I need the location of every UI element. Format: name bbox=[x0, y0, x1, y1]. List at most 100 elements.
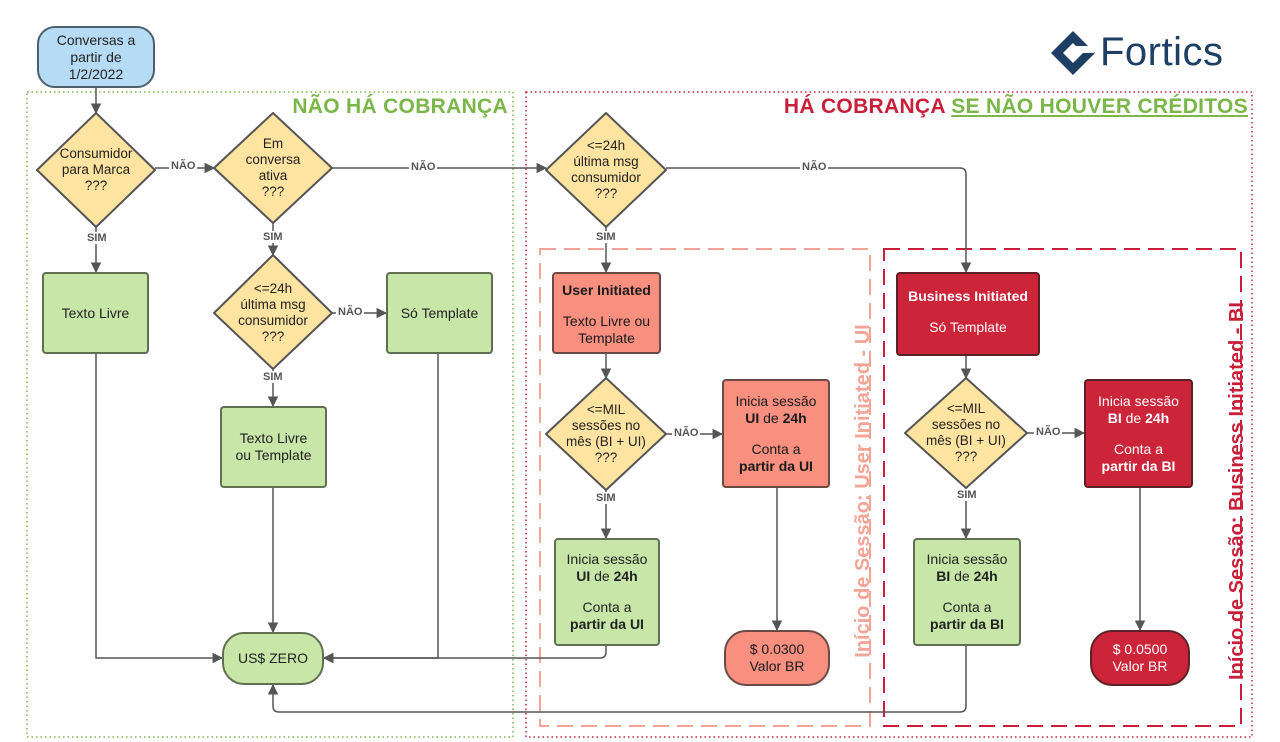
so-template-box: Só Template bbox=[386, 272, 493, 354]
decision-24h-a-line-2: última msg bbox=[573, 154, 639, 169]
us-zero-label: US$ ZERO bbox=[237, 650, 308, 666]
session-ui-free-line-3: Conta a bbox=[582, 599, 632, 615]
business-initiated-box: Business Initiated Só Template bbox=[896, 272, 1040, 356]
start-line-3: 1/2/2022 bbox=[68, 65, 124, 82]
texto-livre-template-line-1: Texto Livre bbox=[239, 430, 308, 446]
edge-label-24h-b-no: NÃO bbox=[336, 306, 365, 318]
edge-sessionui-free-zero bbox=[322, 646, 607, 664]
edge-24h-a-bi bbox=[666, 167, 972, 274]
decision-mil-bi-line-4: ??? bbox=[954, 449, 978, 464]
session-bi-free-line-2: BI de 24h bbox=[936, 568, 998, 584]
session-bi-paid-box: Inicia sessão BI de 24h Conta a partir d… bbox=[1084, 379, 1193, 488]
edge-label-mil-bi-no: NÃO bbox=[1034, 426, 1063, 438]
price-bi-value: $ 0.0500 bbox=[1112, 641, 1168, 657]
decision-24h-a-line-4: ??? bbox=[594, 186, 618, 201]
edge-sotemplate-zero bbox=[322, 354, 439, 664]
price-bi-region: Valor BR bbox=[1112, 658, 1168, 674]
session-ui-paid-line-1: Inicia sessão bbox=[735, 392, 817, 409]
decision-24h-b-line-4: ??? bbox=[261, 329, 285, 344]
edge-label-mil-ui-no: NÃO bbox=[672, 427, 701, 439]
start-line-1: Conversas a bbox=[56, 31, 136, 48]
session-ui-paid-box: Inicia sessão UI de 24h Conta a partir d… bbox=[722, 379, 830, 488]
decision-active-line-3: ativa bbox=[258, 168, 288, 183]
decision-24h-b-line-1: <=24h bbox=[253, 281, 293, 296]
decision-mil-bi-line-1: <=MIL bbox=[946, 401, 986, 416]
session-bi-paid-line-4: partir da BI bbox=[1101, 457, 1176, 474]
edge-label-24h-a-yes: SIM bbox=[594, 231, 618, 243]
decision-mil-ui-line-3: mês (BI + UI) bbox=[566, 434, 646, 449]
ui-session-title: Início de Sessão: User Initiated - UI bbox=[852, 324, 874, 658]
free-region-border bbox=[26, 91, 514, 738]
decision-consumer-line-3: ??? bbox=[84, 178, 108, 193]
texto-livre-template-box: Texto Livre ou Template bbox=[220, 406, 327, 488]
decision-mil-bi-line-2: sessões no bbox=[931, 417, 1001, 432]
paid-region-title-part1: HÁ COBRANÇA bbox=[783, 95, 952, 118]
session-bi-free-line-4: partir da BI bbox=[930, 616, 1004, 632]
session-ui-free-line-4: partir da UI bbox=[570, 616, 644, 632]
decision-24h-b: <=24h última msg consumidor ??? bbox=[223, 275, 323, 351]
decision-24h-a-line-1: <=24h bbox=[586, 138, 626, 153]
us-zero-terminal: US$ ZERO bbox=[222, 632, 324, 685]
session-ui-paid-line-2: UI de 24h bbox=[745, 409, 807, 426]
decision-mil-ui: <=MIL sessões no mês (BI + UI) ??? bbox=[551, 396, 661, 472]
edge-label-24h-a-no: NÃO bbox=[800, 161, 829, 173]
paid-region-title-part2: SE NÃO HOUVER CRÉDITOS bbox=[951, 95, 1248, 118]
user-initiated-body-line-1: Texto Livre ou bbox=[562, 313, 651, 329]
edge-label-24h-b-yes: SIM bbox=[261, 371, 285, 383]
fortics-logo-icon bbox=[1051, 31, 1095, 75]
user-initiated-body-line-2: Template bbox=[578, 330, 635, 346]
session-ui-paid-line-4: partir da UI bbox=[739, 457, 813, 474]
texto-livre-label: Texto Livre bbox=[61, 304, 130, 321]
session-ui-free-line-1: Inicia sessão bbox=[566, 551, 648, 567]
decision-24h-a-line-3: consumidor bbox=[571, 170, 641, 185]
edge-sessionbi-free-zero bbox=[267, 646, 967, 713]
decision-mil-bi: <=MIL sessões no mês (BI + UI) ??? bbox=[911, 395, 1021, 471]
edge-textolivre-zero bbox=[95, 354, 224, 664]
decision-mil-ui-line-4: ??? bbox=[594, 450, 618, 465]
edge-label-mil-ui-yes: SIM bbox=[594, 492, 618, 504]
decision-active-line-4: ??? bbox=[261, 184, 285, 199]
start-line-2: partir de bbox=[70, 48, 122, 65]
business-initiated-body: Só Template bbox=[929, 319, 1007, 335]
decision-consumer: Consumidor para Marca ??? bbox=[46, 140, 146, 200]
session-bi-paid-line-1: Inicia sessão bbox=[1098, 392, 1179, 409]
session-bi-paid-line-2: BI de 24h bbox=[1107, 409, 1170, 426]
session-bi-free-box: Inicia sessão BI de 24h Conta a partir d… bbox=[913, 538, 1021, 646]
business-initiated-title: Business Initiated bbox=[908, 288, 1028, 304]
decision-24h-b-line-3: consumidor bbox=[238, 313, 308, 328]
price-bi-terminal: $ 0.0500 Valor BR bbox=[1090, 630, 1190, 686]
session-bi-free-line-1: Inicia sessão bbox=[926, 551, 1008, 567]
decision-mil-ui-line-2: sessões no bbox=[571, 418, 641, 433]
session-bi-free-line-3: Conta a bbox=[942, 599, 992, 615]
decision-consumer-line-2: para Marca bbox=[61, 162, 131, 177]
decision-24h-a: <=24h última msg consumidor ??? bbox=[556, 132, 656, 208]
free-region-title: NÃO HÁ COBRANÇA bbox=[292, 95, 508, 118]
session-ui-free-box: Inicia sessão UI de 24h Conta a partir d… bbox=[554, 538, 660, 646]
bi-session-title: Início de Sessão: Business Initiated - B… bbox=[1226, 302, 1248, 680]
decision-24h-b-line-2: última msg bbox=[240, 297, 306, 312]
fortics-logo-text: Fortics bbox=[1100, 30, 1224, 74]
so-template-label: Só Template bbox=[400, 304, 479, 321]
price-ui-region: Valor BR bbox=[749, 658, 805, 674]
edge-label-active-no: NÃO bbox=[409, 161, 438, 173]
edge-label-active-yes: SIM bbox=[261, 231, 285, 243]
paid-region-border bbox=[525, 91, 1253, 738]
edge-label-consumer-yes: SIM bbox=[85, 232, 109, 244]
bi-session-border bbox=[883, 248, 1242, 727]
session-ui-free-line-2: UI de 24h bbox=[576, 568, 638, 584]
texto-livre-template-line-2: ou Template bbox=[235, 447, 312, 463]
texto-livre-box: Texto Livre bbox=[42, 272, 149, 354]
ui-session-border bbox=[539, 248, 871, 727]
price-ui-value: $ 0.0300 bbox=[749, 641, 805, 657]
edge-label-mil-bi-yes: SIM bbox=[955, 489, 979, 501]
start-node: Conversas a partir de 1/2/2022 bbox=[37, 26, 155, 88]
decision-active: Em conversa ativa ??? bbox=[223, 130, 323, 206]
decision-consumer-line-1: Consumidor bbox=[59, 146, 133, 161]
price-ui-terminal: $ 0.0300 Valor BR bbox=[724, 630, 830, 686]
decision-mil-ui-line-1: <=MIL bbox=[586, 402, 626, 417]
edge-label-consumer-no: NÃO bbox=[169, 160, 198, 172]
decision-active-line-1: Em bbox=[262, 136, 284, 151]
decision-mil-bi-line-3: mês (BI + UI) bbox=[926, 433, 1006, 448]
